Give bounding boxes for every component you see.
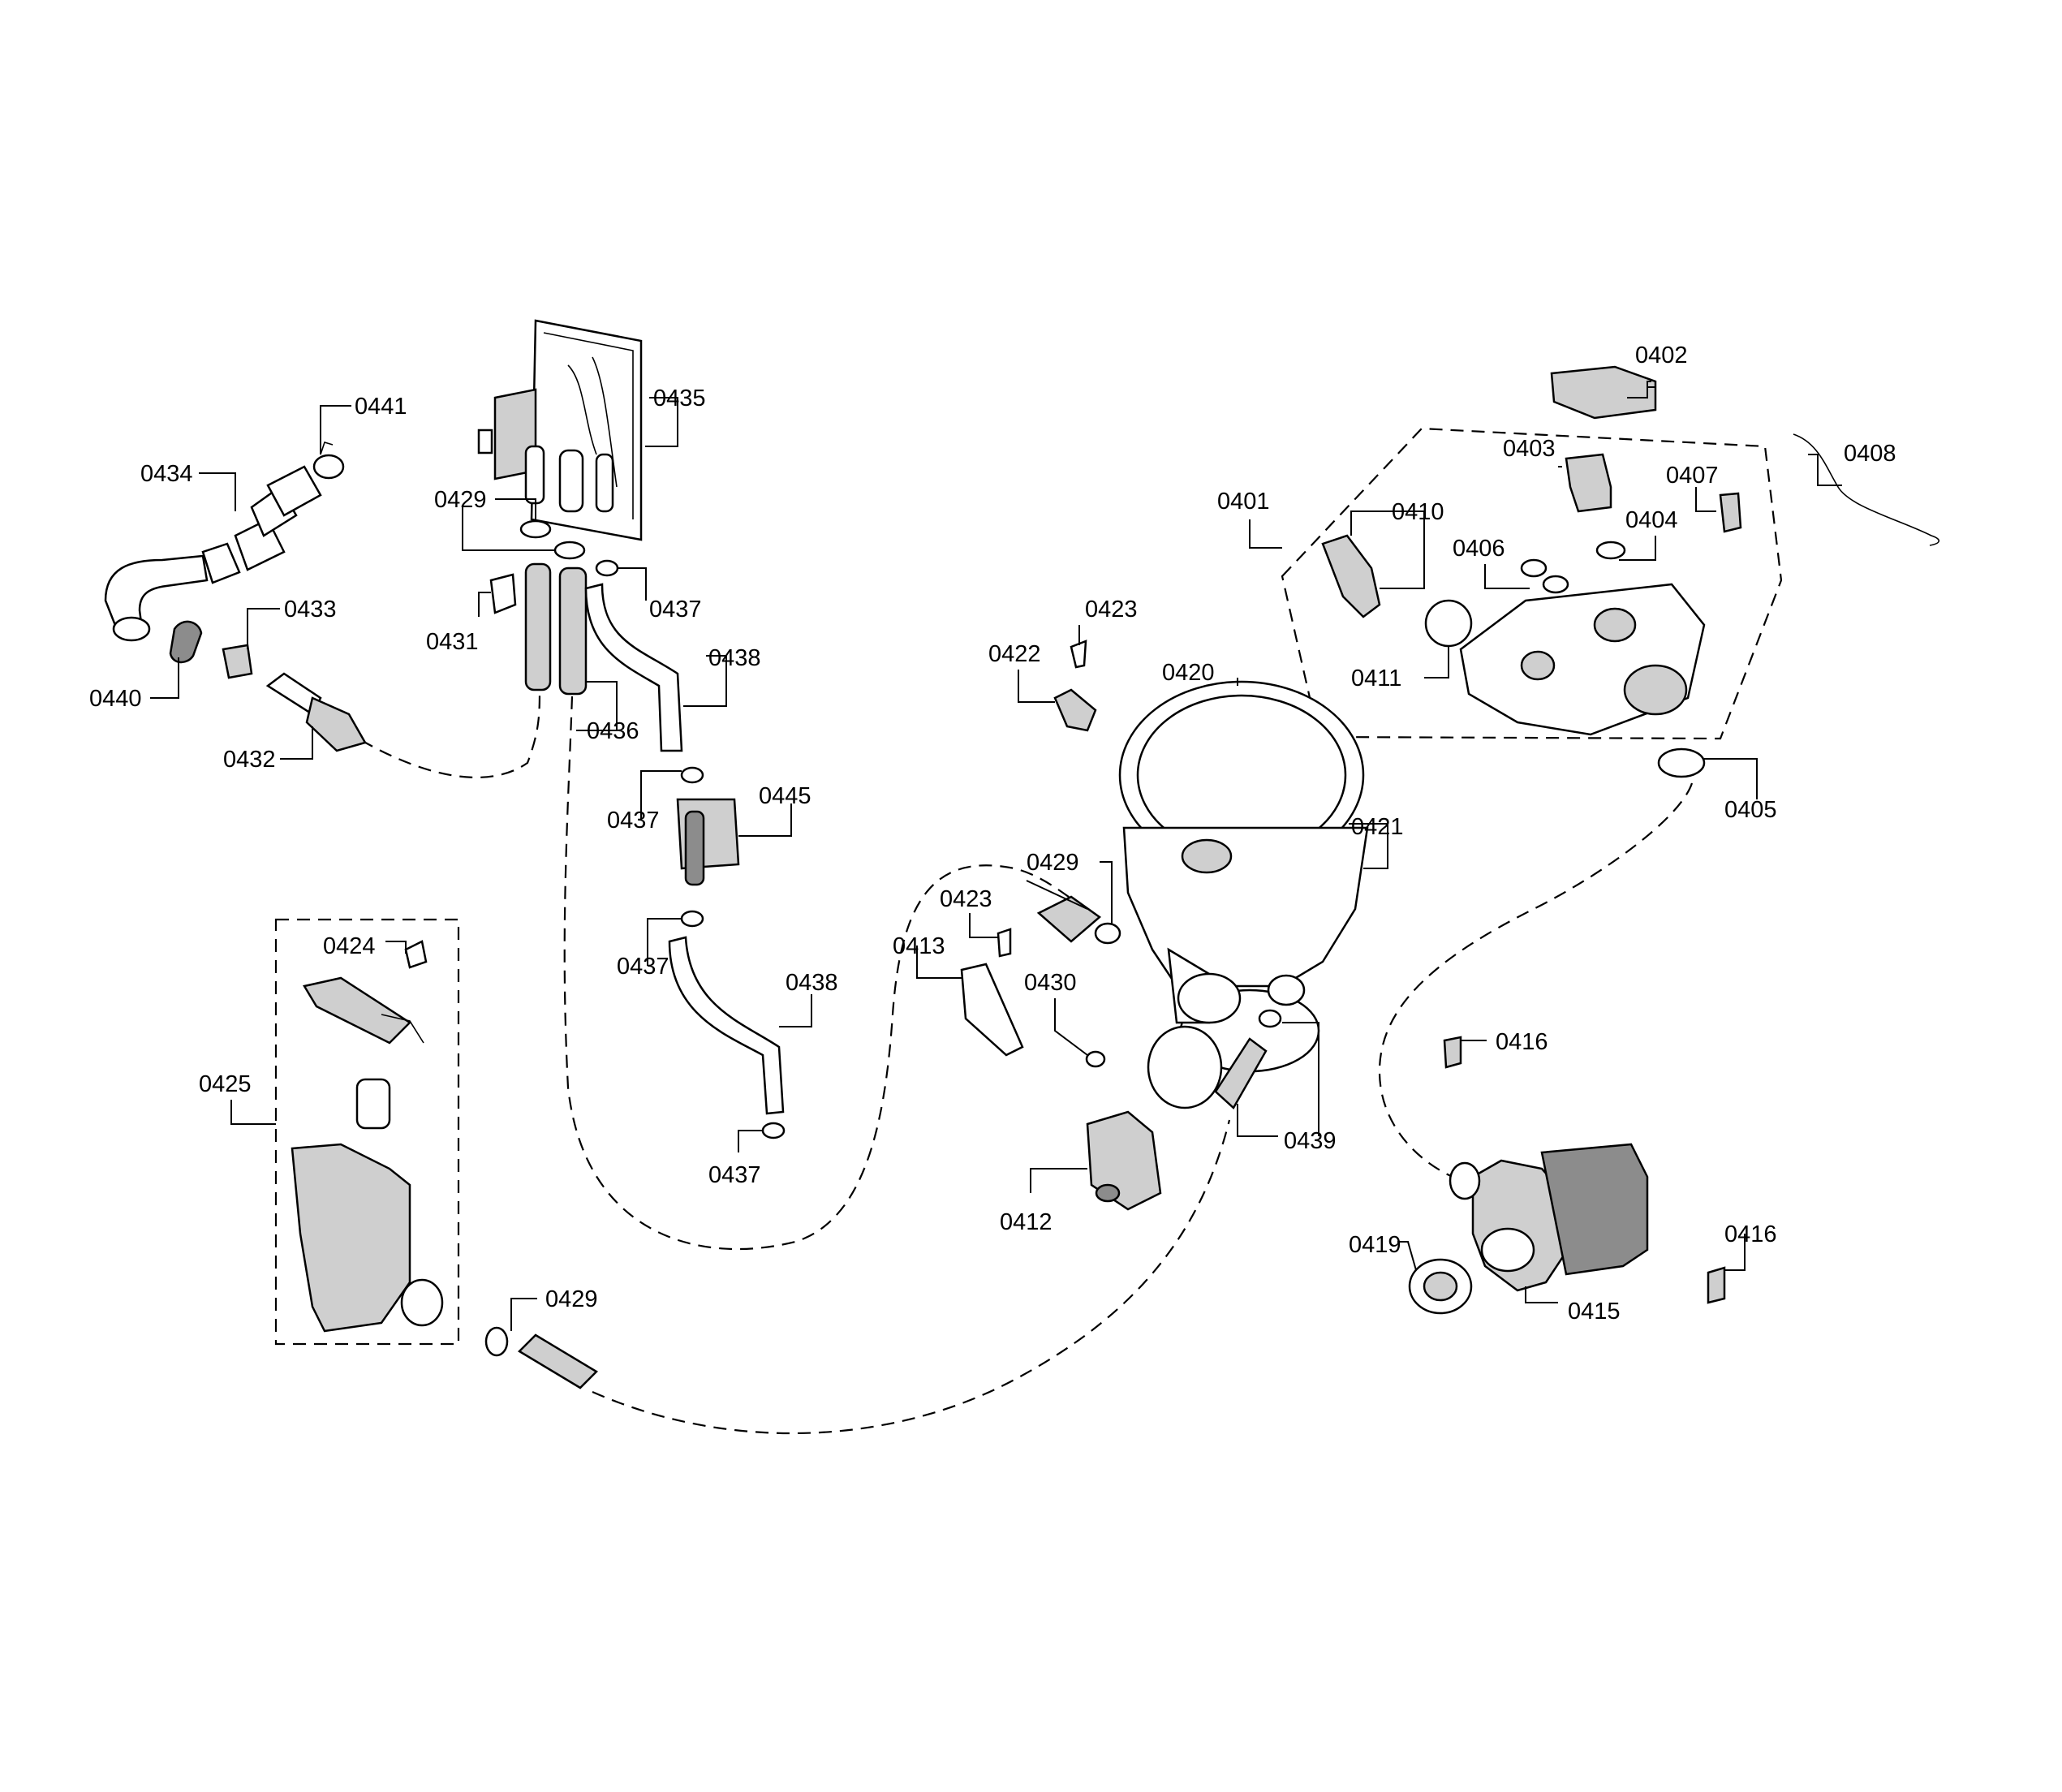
callout-0423-top: 0423 [1085, 597, 1138, 622]
part-0437-0438-0445-drawing [584, 559, 786, 1139]
callout-0435: 0435 [653, 386, 706, 411]
callout-0410: 0410 [1392, 499, 1444, 525]
callout-0441: 0441 [355, 394, 407, 420]
part-0425-0424-drawing [291, 940, 444, 1333]
callout-0439: 0439 [1284, 1128, 1337, 1154]
callout-0406: 0406 [1453, 536, 1505, 562]
part-0440-drawing [169, 620, 203, 664]
callout-0445: 0445 [759, 783, 811, 809]
callout-0421: 0421 [1351, 814, 1404, 840]
part-0422-drawing [1053, 688, 1097, 732]
callout-0440: 0440 [89, 686, 142, 712]
callout-0433: 0433 [284, 597, 337, 622]
callout-0405: 0405 [1724, 797, 1777, 823]
callout-0413: 0413 [893, 933, 945, 959]
callout-0437-b: 0437 [607, 808, 660, 834]
callout-0429-lower: 0429 [545, 1286, 598, 1312]
part-0413-0430-drawing [960, 928, 1106, 1068]
callout-0437-c: 0437 [617, 954, 669, 980]
callout-0403: 0403 [1503, 436, 1556, 462]
callout-0437-d: 0437 [708, 1162, 761, 1188]
part-0401-group-drawing [1321, 365, 1939, 736]
callout-0415: 0415 [1568, 1299, 1621, 1325]
part-0423-top-drawing [1070, 640, 1087, 669]
callout-0429-right: 0429 [1027, 850, 1079, 876]
callout-0423-lower: 0423 [940, 886, 992, 912]
part-0420-0421-drawing [1118, 680, 1369, 1073]
part-0433-drawing [222, 644, 253, 679]
part-0434-drawing [104, 465, 322, 642]
callout-0438-a: 0438 [708, 645, 761, 671]
callout-0437-a: 0437 [649, 597, 702, 622]
part-0429-lower-drawing [484, 1326, 599, 1389]
part-0435-drawing [477, 319, 643, 541]
callout-0401: 0401 [1217, 489, 1270, 515]
part-0436-drawing [524, 562, 588, 696]
callout-0434: 0434 [140, 461, 193, 487]
callout-0436: 0436 [587, 718, 639, 744]
callout-0404: 0404 [1625, 507, 1678, 533]
callout-0416-b: 0416 [1724, 1221, 1777, 1247]
callout-0420: 0420 [1162, 660, 1215, 686]
callout-0429-top: 0429 [434, 487, 487, 513]
callout-0438-b: 0438 [786, 970, 838, 996]
callout-0425: 0425 [199, 1071, 252, 1097]
callout-0411: 0411 [1351, 666, 1401, 691]
assembly-0425-outline [274, 918, 460, 1346]
part-0431-drawing [489, 573, 517, 614]
callout-0416-a: 0416 [1496, 1029, 1548, 1055]
callout-0402: 0402 [1635, 342, 1688, 368]
callout-0407: 0407 [1666, 463, 1719, 489]
part-0441-drawing [312, 442, 345, 480]
part-0412-drawing [1086, 1025, 1223, 1211]
callout-0408: 0408 [1844, 441, 1896, 467]
callout-labels: 0402 0408 0403 0407 0401 0410 0404 0406 … [89, 342, 1896, 1325]
callout-0430: 0430 [1024, 970, 1077, 996]
callout-0432: 0432 [223, 747, 276, 773]
callout-0412: 0412 [1000, 1209, 1053, 1235]
callout-0419: 0419 [1349, 1232, 1401, 1258]
part-0405-drawing [1657, 747, 1706, 778]
callout-0422: 0422 [988, 641, 1041, 667]
callout-0431: 0431 [426, 629, 479, 655]
part-0415-0419-0416-drawing [1408, 1036, 1726, 1315]
callout-0424: 0424 [323, 933, 376, 959]
part-0432-drawing [265, 672, 367, 752]
leader-lines [150, 381, 1842, 1331]
